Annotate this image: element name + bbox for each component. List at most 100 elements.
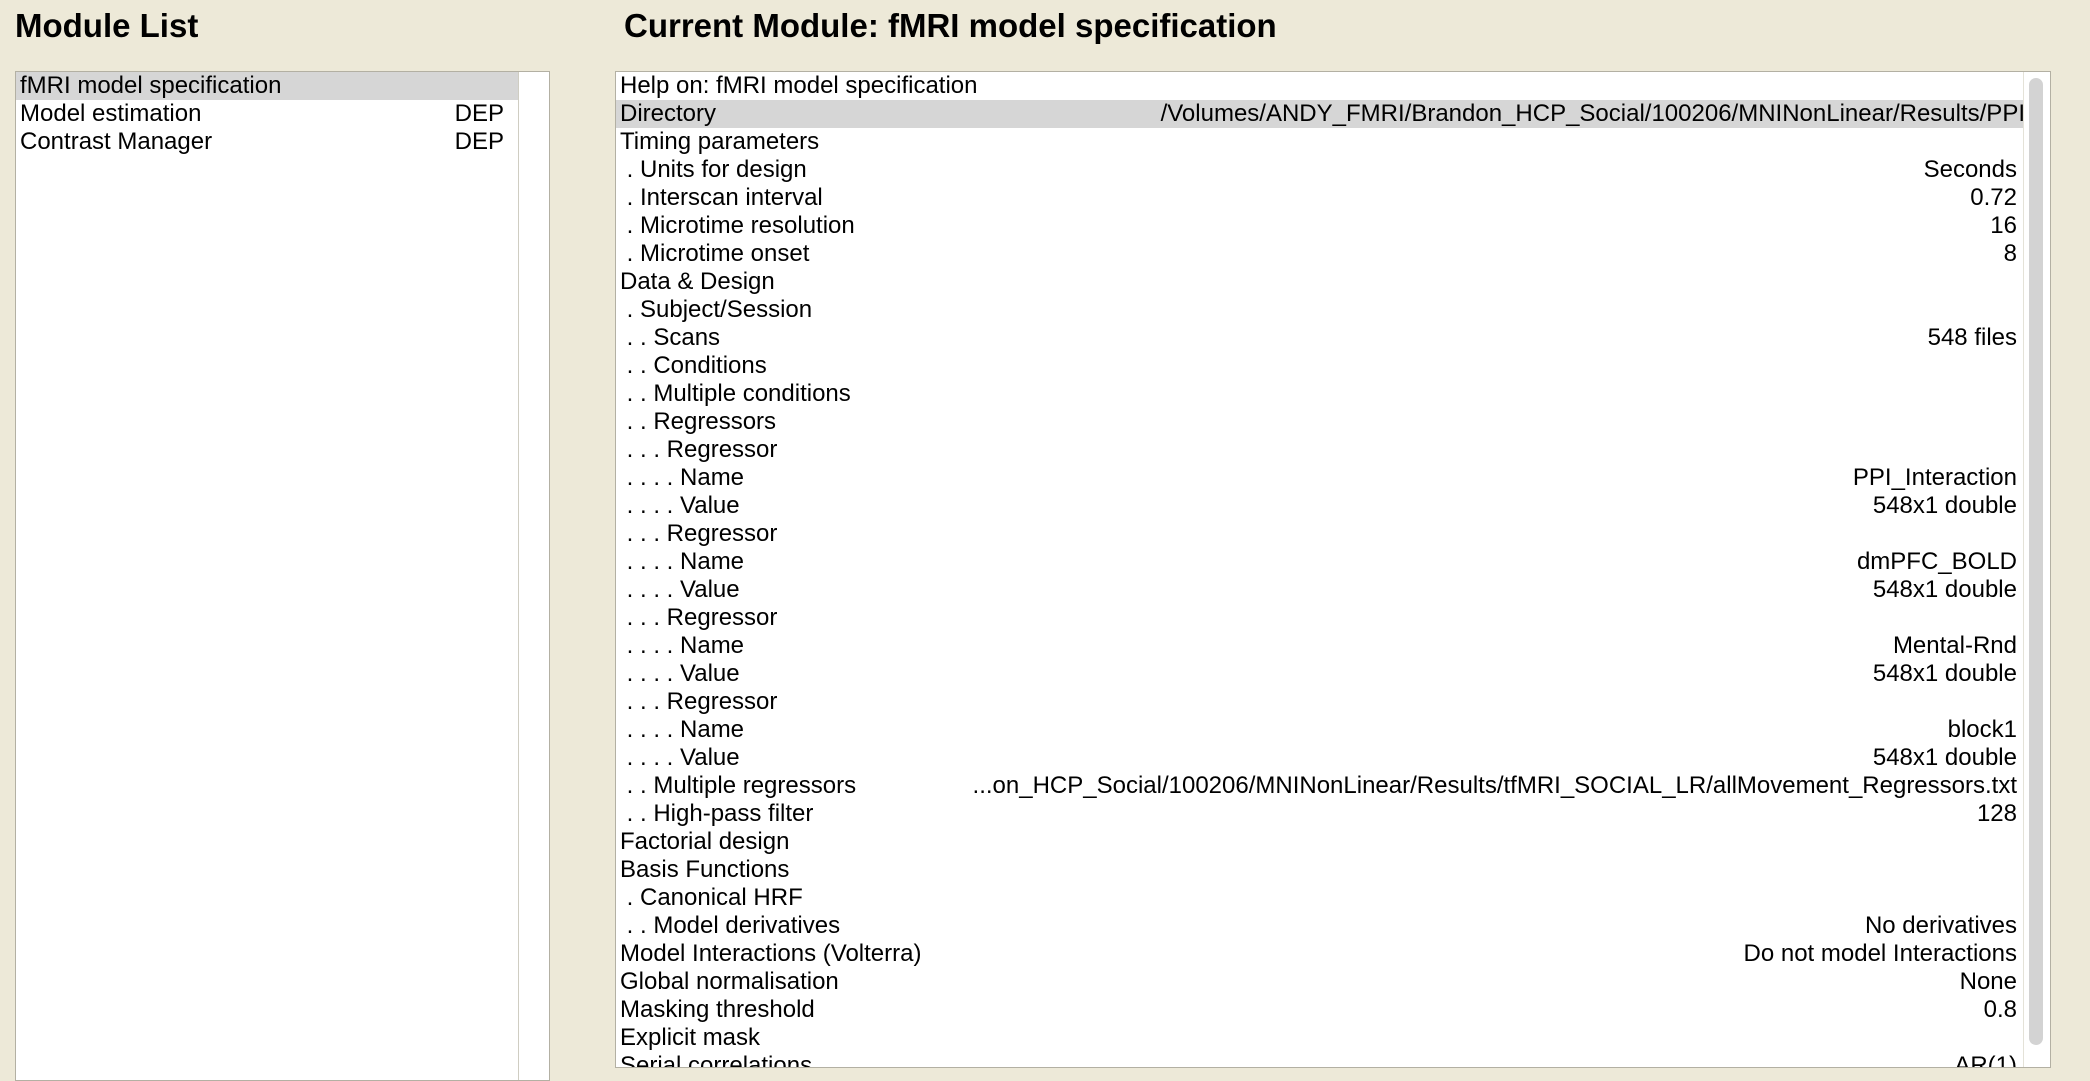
module-option-label: Model Interactions (Volterra) (620, 940, 922, 967)
module-option-regressors[interactable]: . . Regressors (616, 408, 2050, 436)
module-option-model-interactions-volterra[interactable]: Model Interactions (Volterra) Do not mode… (616, 940, 2050, 968)
module-option-data-design[interactable]: Data & Design (616, 268, 2050, 296)
module-option-regressor[interactable]: . . . Regressor (616, 604, 2050, 632)
module-option-value: 8 (2003, 240, 2017, 267)
module-option-label: . . . . Value (620, 744, 740, 771)
module-option-conditions[interactable]: . . Conditions (616, 352, 2050, 380)
module-option-label: . . Scans (620, 324, 721, 351)
module-option-label: Data & Design (620, 268, 775, 295)
module-option-serial-correlations[interactable]: Serial correlations AR(1) (616, 1052, 2050, 1068)
module-option-factorial-design[interactable]: Factorial design (616, 828, 2050, 856)
module-option-label: . . . . Value (620, 660, 740, 687)
module-option-help-on-fmri-model-specification[interactable]: Help on: fMRI model specification (616, 72, 2050, 100)
module-option-label: Directory (620, 100, 717, 127)
module-option-global-normalisation[interactable]: Global normalisation None (616, 968, 2050, 996)
module-option-label: Explicit mask (620, 1024, 761, 1051)
module-option-name[interactable]: . . . . Name block1 (616, 716, 2050, 744)
module-option-timing-parameters[interactable]: Timing parameters (616, 128, 2050, 156)
module-option-label: Factorial design (620, 828, 790, 855)
current-module-scrollbar-thumb[interactable] (2029, 78, 2043, 1045)
module-option-multiple-conditions[interactable]: . . Multiple conditions (616, 380, 2050, 408)
module-option-value[interactable]: . . . . Value 548x1 double (616, 492, 2050, 520)
module-option-label: . . . . Name (620, 716, 745, 743)
module-option-value: dmPFC_BOLD (1856, 548, 2017, 575)
module-option-label: . . Model derivatives (620, 912, 841, 939)
module-list-item-status: DEP (454, 100, 504, 127)
module-option-label: Global normalisation (620, 968, 839, 995)
module-option-label: . . . . Value (620, 492, 740, 519)
module-option-value: 16 (1990, 212, 2017, 239)
module-option-label: . . . Regressor (620, 436, 778, 463)
module-option-label: Basis Functions (620, 856, 790, 883)
module-option-label: . . High-pass filter (620, 800, 814, 827)
module-option-value: Mental-Rnd (1892, 632, 2017, 659)
module-option-value: None (1959, 968, 2017, 995)
module-option-label: . . Multiple regressors (620, 772, 857, 799)
current-module-title: Current Module: fMRI model specification (624, 7, 1277, 44)
module-option-label: Timing parameters (620, 128, 820, 155)
module-option-basis-functions[interactable]: Basis Functions (616, 856, 2050, 884)
module-option-label: . Microtime resolution (620, 212, 855, 239)
module-option-value: Do not model Interactions (1743, 940, 2017, 967)
module-option-multiple-regressors[interactable]: . . Multiple regressors ...on_HCP_Social/… (616, 772, 2050, 800)
module-option-value[interactable]: . . . . Value 548x1 double (616, 576, 2050, 604)
module-option-regressor[interactable]: . . . Regressor (616, 688, 2050, 716)
module-option-value: /Volumes/ANDY_FMRI/Brandon_HCP_Social/10… (1160, 100, 2025, 127)
module-option-high-pass-filter[interactable]: . . High-pass filter 128 (616, 800, 2050, 828)
module-option-label: . . Regressors (620, 408, 777, 435)
module-option-label: . Subject/Session (620, 296, 813, 323)
current-module-scrollbar[interactable] (2023, 72, 2050, 1067)
module-list-scrollbar-track[interactable] (519, 72, 549, 1080)
module-list-title: Module List (15, 7, 199, 44)
module-list-item-label: fMRI model specification (20, 72, 282, 99)
module-option-value: 548x1 double (1872, 492, 2017, 519)
module-option-value: 0.8 (1983, 996, 2017, 1023)
module-option-value[interactable]: . . . . Value 548x1 double (616, 660, 2050, 688)
module-option-value: 548x1 double (1872, 660, 2017, 687)
module-option-scans[interactable]: . . Scans 548 files (616, 324, 2050, 352)
module-list-item-label: Model estimation (20, 100, 202, 127)
module-list-item-fmri-model-specification[interactable]: fMRI model specification (16, 72, 518, 100)
module-option-regressor[interactable]: . . . Regressor (616, 436, 2050, 464)
module-option-label: . . . . Name (620, 464, 745, 491)
module-option-value: No derivatives (1864, 912, 2017, 939)
module-option-value: 128 (1976, 800, 2017, 827)
module-option-subject-session[interactable]: . Subject/Session (616, 296, 2050, 324)
module-option-label: . Units for design (620, 156, 807, 183)
module-option-value: 548x1 double (1872, 744, 2017, 771)
module-option-label: Masking threshold (620, 996, 815, 1023)
module-option-value[interactable]: . . . . Value 548x1 double (616, 744, 2050, 772)
module-option-value: AR(1) (1954, 1052, 2017, 1068)
module-option-value: 548x1 double (1872, 576, 2017, 603)
module-option-value: PPI_Interaction (1852, 464, 2017, 491)
module-option-regressor[interactable]: . . . Regressor (616, 520, 2050, 548)
module-option-label: . . . . Value (620, 576, 740, 603)
module-option-model-derivatives[interactable]: . . Model derivatives No derivatives (616, 912, 2050, 940)
module-option-label: . . Conditions (620, 352, 767, 379)
module-option-explicit-mask[interactable]: Explicit mask (616, 1024, 2050, 1052)
module-option-label: . Canonical HRF (620, 884, 803, 911)
module-option-name[interactable]: . . . . Name PPI_Interaction (616, 464, 2050, 492)
module-option-label: Help on: fMRI model specification (620, 72, 978, 99)
module-list-item-status: DEP (454, 128, 504, 155)
module-option-value: 548 files (1927, 324, 2017, 351)
module-option-microtime-resolution[interactable]: . Microtime resolution 16 (616, 212, 2050, 240)
module-option-label: . . . Regressor (620, 604, 778, 631)
module-option-value: block1 (1947, 716, 2017, 743)
module-option-directory[interactable]: Directory/Volumes/ANDY_FMRI/Brandon_HCP_… (616, 100, 2050, 128)
module-option-canonical-hrf[interactable]: . Canonical HRF (616, 884, 2050, 912)
module-list-item-model-estimation[interactable]: Model estimation DEP (16, 100, 518, 128)
module-option-masking-threshold[interactable]: Masking threshold 0.8 (616, 996, 2050, 1024)
module-option-value: ...on_HCP_Social/100206/MNINonLinear/Res… (972, 772, 2017, 799)
module-option-label: Serial correlations (620, 1052, 813, 1068)
